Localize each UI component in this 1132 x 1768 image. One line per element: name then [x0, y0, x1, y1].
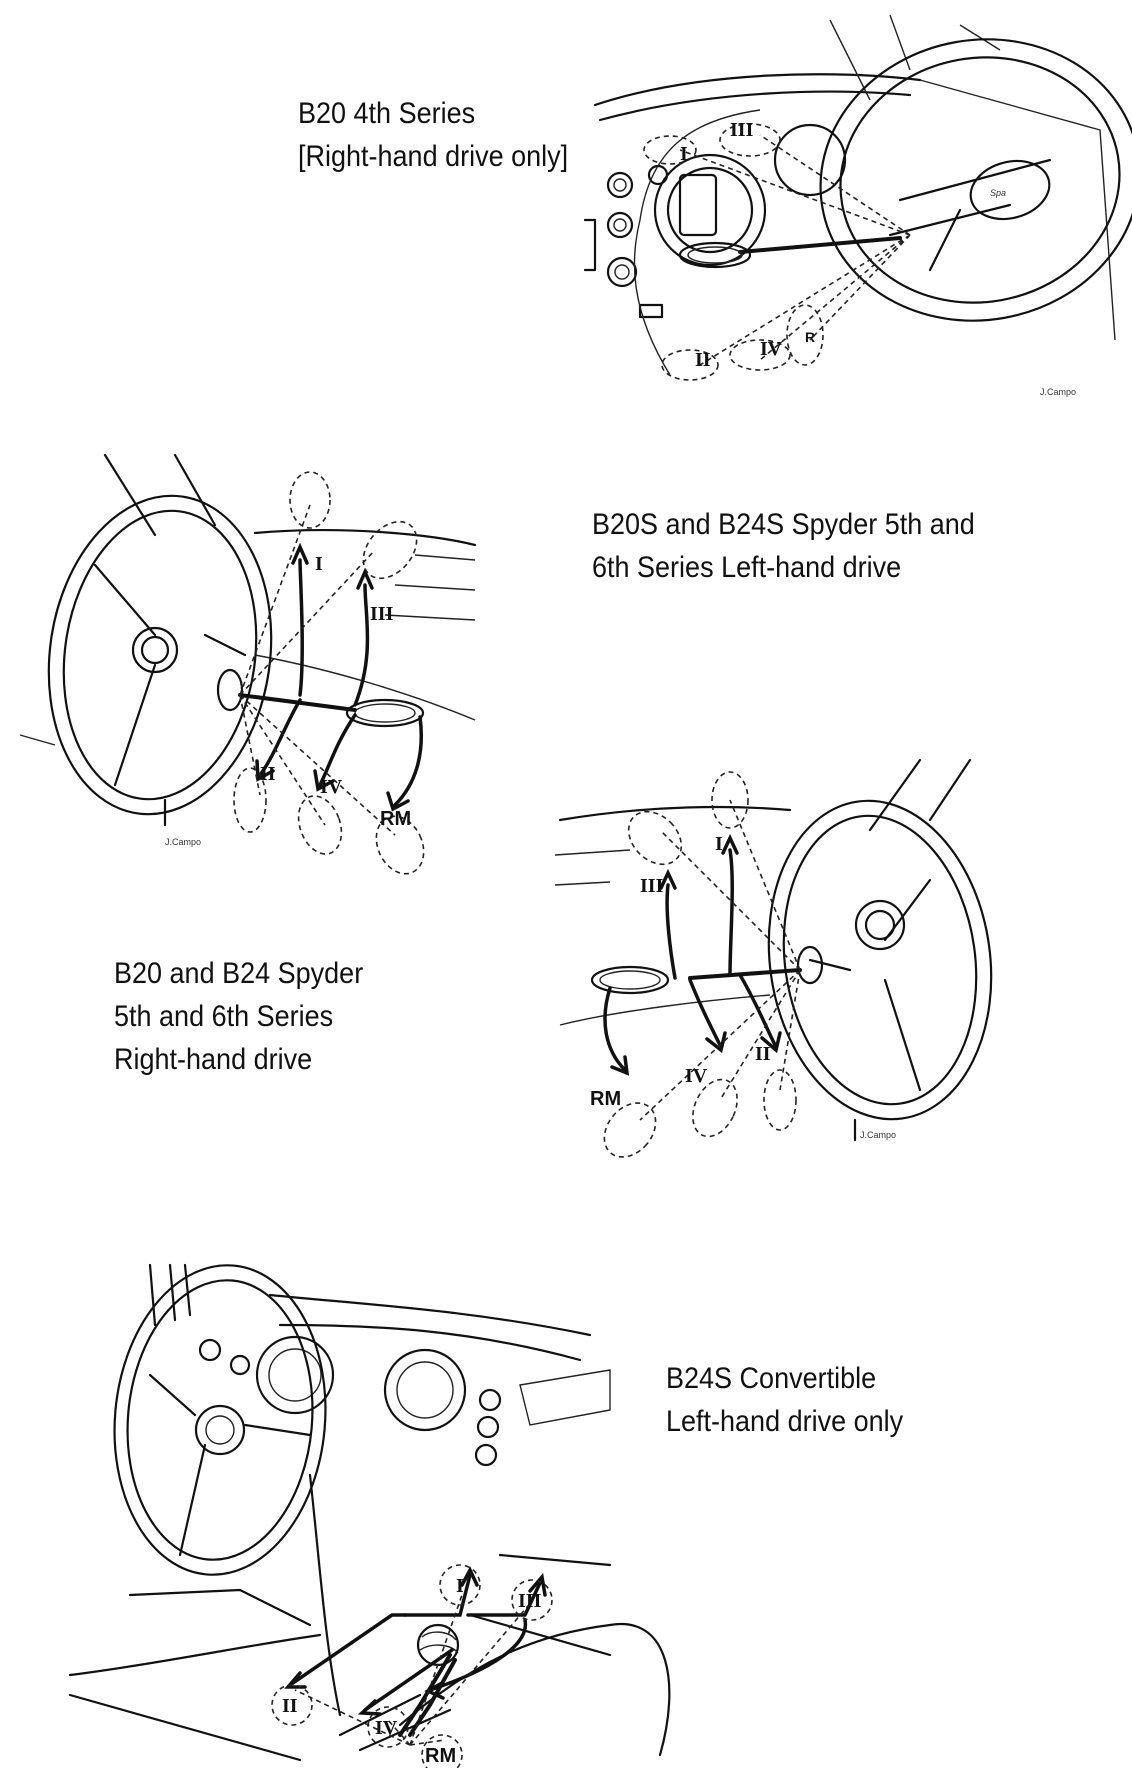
caption-spyder-right-hand-drive: B20 and B24 Spyder 5th and 6th Series Ri… [114, 957, 364, 1076]
caption-convertible: B24S Convertible Left-hand drive only [666, 1362, 904, 1438]
diagram-convertible: II IV I III RM [68, 1263, 671, 1768]
diagram-b20-4th-series: Spa I III II IV R J.Campo [583, 14, 1132, 397]
gear-label-reverse: RM [380, 808, 411, 830]
gear-label-fourth: IV [760, 338, 783, 360]
gear-label-third: III [730, 119, 754, 141]
gear-label-second: II [695, 349, 711, 371]
gear-label-reverse: R [805, 329, 815, 345]
gear-label-fourth: IV [320, 776, 343, 798]
gear-label-second: II [755, 1043, 771, 1065]
diagram-spyder-right-hand-drive: I III II IV RM J.Campo [554, 758, 993, 1158]
artist-signature: J.Campo [860, 1130, 896, 1140]
gear-label-reverse: RM [425, 1745, 456, 1767]
gear-label-second: II [260, 763, 276, 785]
gear-label-second: II [282, 1695, 298, 1717]
artist-signature: J.Campo [165, 837, 201, 847]
gear-label-first: I [715, 833, 723, 855]
gear-label-first: I [680, 143, 688, 165]
gear-label-fourth: IV [685, 1065, 708, 1087]
gear-label-fourth: IV [375, 1717, 398, 1739]
gear-label-first: I [315, 553, 323, 575]
gear-label-reverse: RM [590, 1088, 621, 1110]
artist-signature: J.Campo [1040, 387, 1076, 397]
gear-label-third: III [518, 1590, 542, 1612]
gear-label-third: III [370, 603, 394, 625]
gear-label-first: I [456, 1575, 464, 1597]
caption-b20-4th-series: B20 4th Series [Right-hand drive only] [298, 97, 569, 173]
diagram-spyder-left-hand-drive: I III II IV RM J.Campo [19, 453, 477, 875]
caption-spyder-left-hand-drive: B20S and B24S Spyder 5th and 6th Series … [592, 508, 975, 584]
gear-label-third: III [640, 875, 664, 897]
svg-text:Spa: Spa [990, 188, 1006, 198]
